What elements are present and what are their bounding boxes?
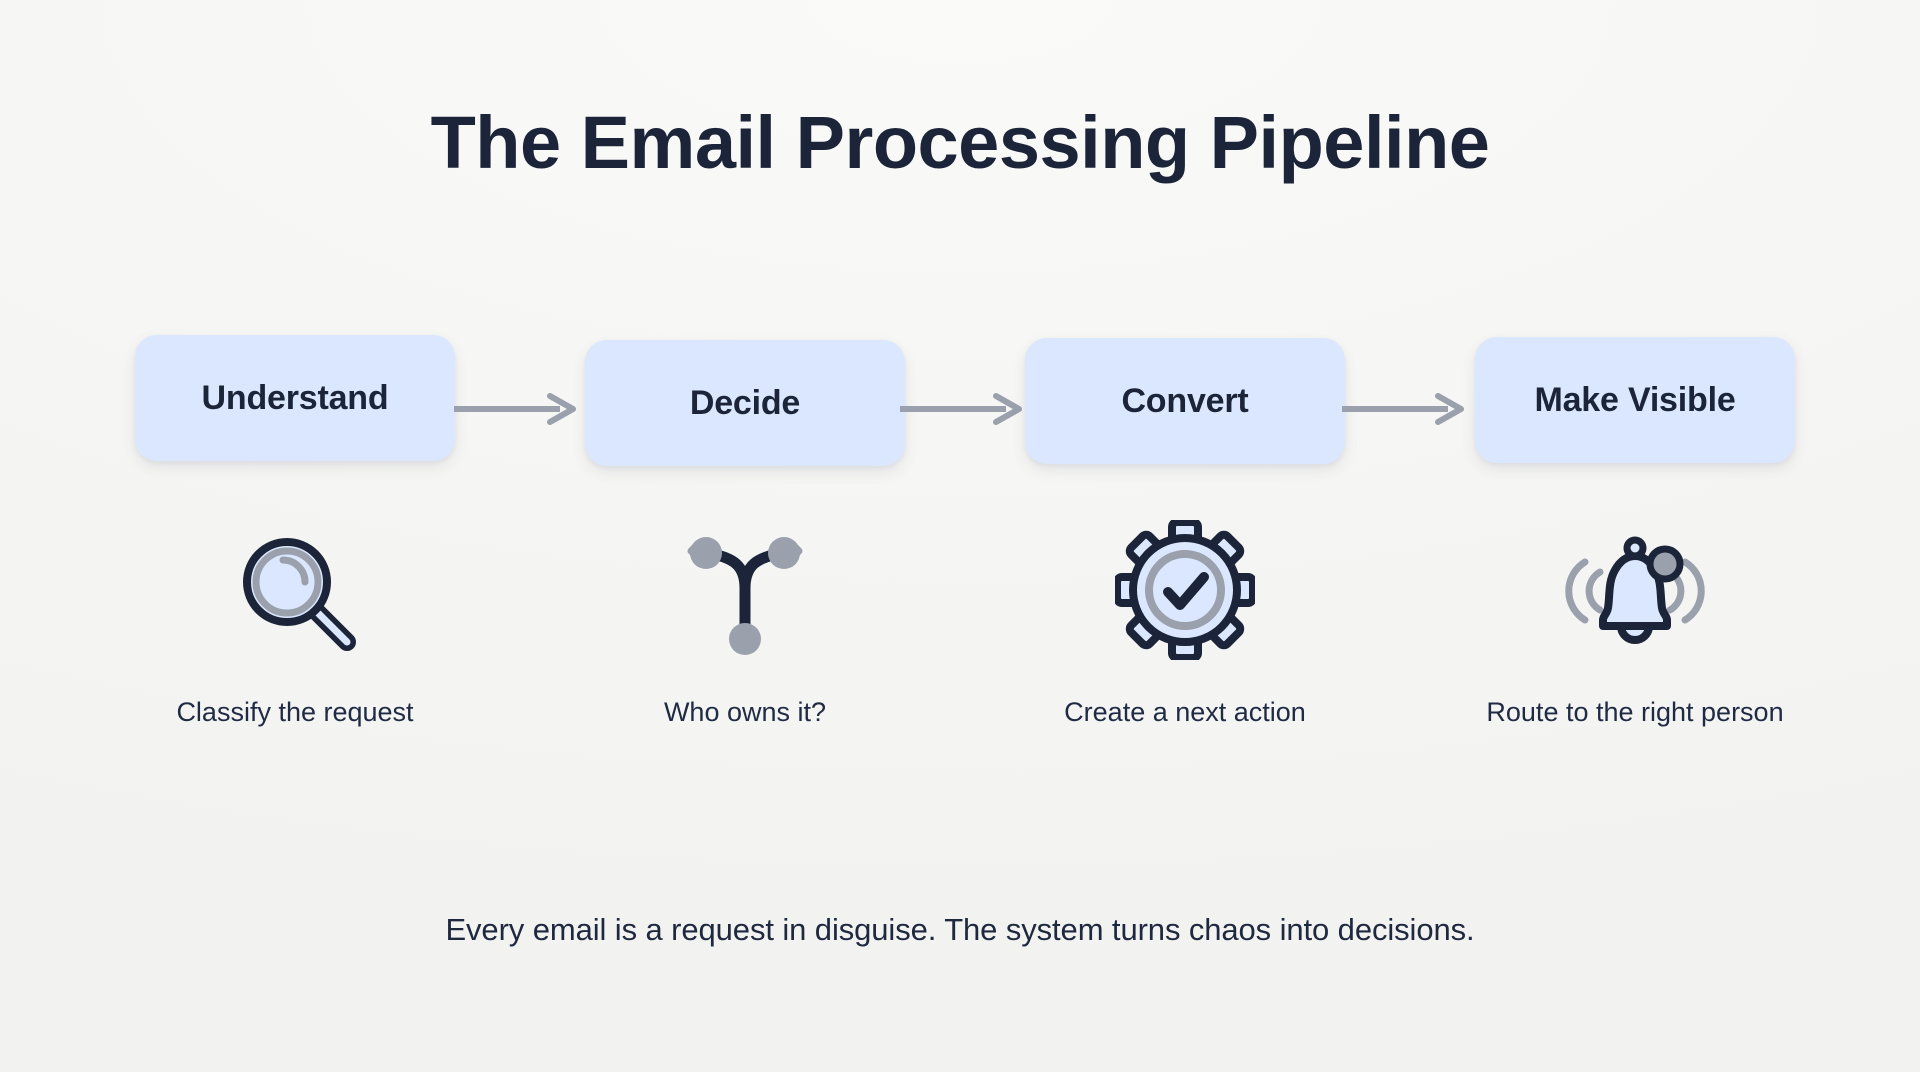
step-caption: Classify the request xyxy=(176,697,414,727)
step-label: Make Visible xyxy=(1534,380,1736,419)
branch-fork-icon xyxy=(585,515,905,665)
step-caption: Route to the right person xyxy=(1486,697,1784,727)
page-title: The Email Processing Pipeline xyxy=(430,101,1490,184)
arrow-right-icon xyxy=(898,392,1028,426)
arrow-right-icon xyxy=(452,392,582,426)
step-chip[interactable]: Make Visible xyxy=(1475,337,1795,463)
pipeline-captions-row: Classify the request Who owns it? Create… xyxy=(0,690,1920,734)
magnifier-icon xyxy=(135,515,455,665)
step-label: Convert xyxy=(1121,381,1249,420)
bell-alert-icon xyxy=(1475,515,1795,665)
arrow-right-icon xyxy=(1340,392,1470,426)
step-chip[interactable]: Understand xyxy=(135,335,455,461)
footer-note: Every email is a request in disguise. Th… xyxy=(445,912,1475,947)
pipeline-step-convert[interactable]: Convert xyxy=(1025,338,1345,464)
pipeline-step-understand[interactable]: Understand xyxy=(135,335,455,461)
pipeline-step-decide[interactable]: Decide xyxy=(585,340,905,466)
step-chip[interactable]: Decide xyxy=(585,340,905,466)
pipeline-row: Understand Decide Convert xyxy=(0,335,1920,470)
step-chip[interactable]: Convert xyxy=(1025,338,1345,464)
pipeline-icons-row xyxy=(0,515,1920,665)
step-caption: Who owns it? xyxy=(663,697,827,727)
pipeline-step-make-visible[interactable]: Make Visible xyxy=(1475,337,1795,463)
gear-check-icon xyxy=(1025,515,1345,665)
step-label: Decide xyxy=(689,383,801,422)
step-label: Understand xyxy=(201,378,389,417)
step-caption: Create a next action xyxy=(1064,697,1306,727)
